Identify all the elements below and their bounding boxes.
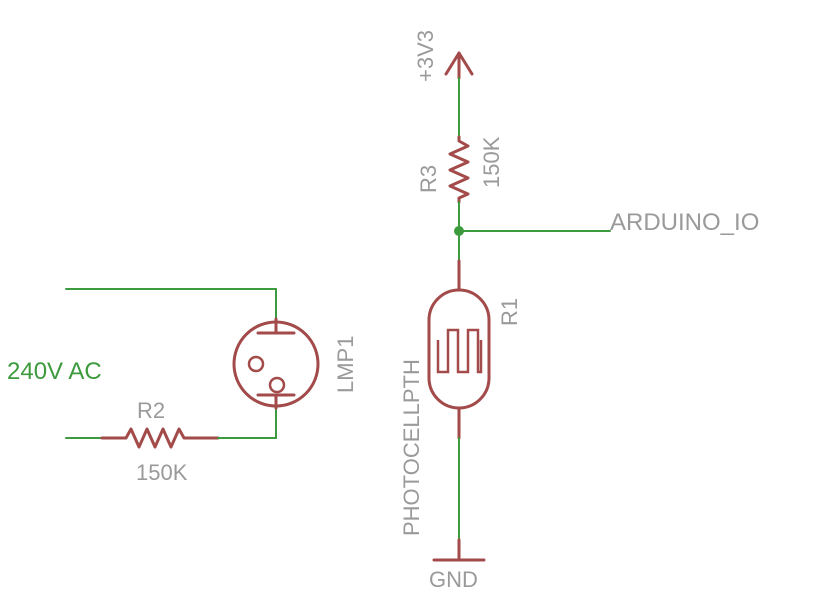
resistor-r2 [100,427,220,449]
gnd-label: GND [429,567,478,592]
photocell-value-label: PHOTOCELLPTH [399,359,424,536]
lamp-name-label: LMP1 [333,336,358,393]
r3-name-label: R3 [416,165,441,193]
lamp-lmp1 [232,317,320,410]
supply-label: +3V3 [413,30,438,82]
gnd-symbol [432,538,486,562]
r2-value-label: 150K [136,460,188,485]
photocell-r1 [427,288,491,410]
ac-source-label: 240V AC [7,358,102,385]
r3-value-label: 150K [479,136,504,188]
arduino-io-label: ARDUINO_IO [610,209,759,236]
resistor-r3 [448,135,470,204]
r1-name-label: R1 [497,298,522,326]
supply-symbol [444,51,474,80]
r2-name-label: R2 [137,398,165,423]
